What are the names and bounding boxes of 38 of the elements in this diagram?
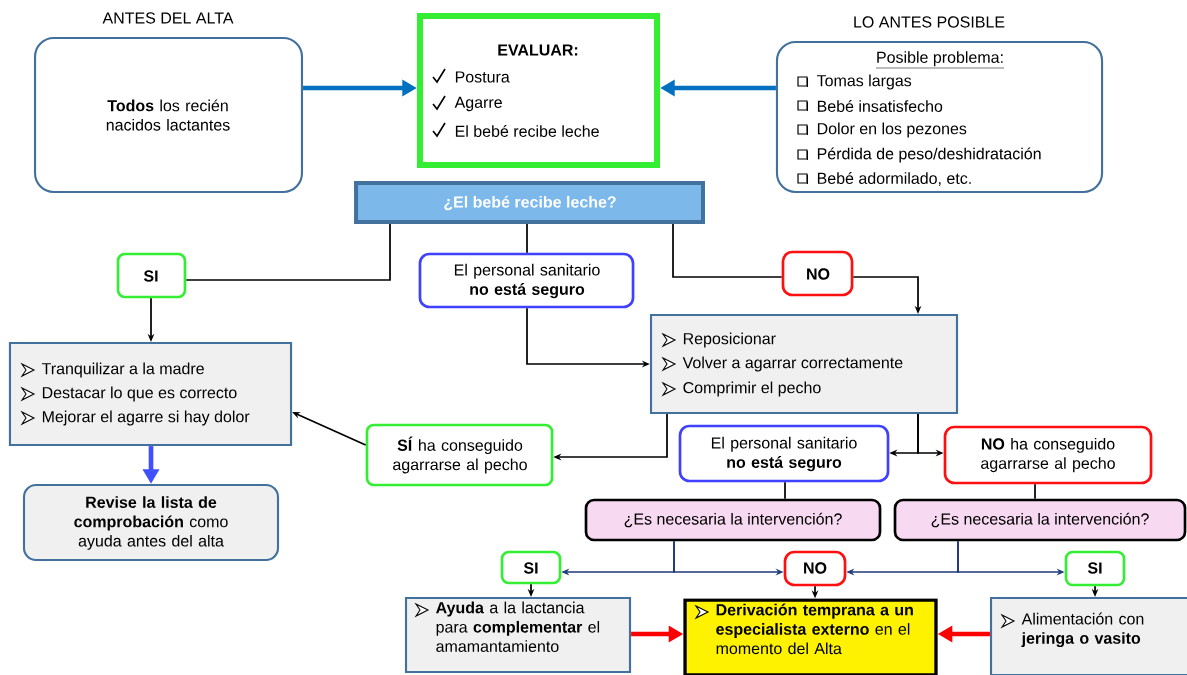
list-item: Tomas largas [816,74,912,90]
answer-box: NO [783,550,847,587]
action-box: Alimentación con jeringa o vasito [989,596,1187,675]
list-item: Reposicionar [683,332,776,348]
list-item: Comprimir el pecho [683,381,821,397]
checklist-box: Revise la lista de comprobación como ayuda antes del alta [22,483,280,562]
action-box: Ayuda a la lactancia para complementar el amamantamiento [404,596,632,674]
list-item: Agarre [454,96,502,112]
list-item: Volver a agarrar correctamente [682,356,903,372]
list-item: Dolor en los pezones [817,122,967,138]
action-box [649,313,959,415]
list-item: El bebé recibe leche [455,125,599,137]
condition-box: El personal sanitario no está seguro [418,252,635,309]
answer-box: SI [116,252,187,299]
answer-box: SI [500,550,562,585]
section-heading: ANTES DEL ALTA [102,12,234,24]
section-heading: LO ANTES POSIBLE [854,16,1005,28]
outcome-box: SÍ ha conseguido agarrarse al pecho [365,423,554,487]
list-item: Tranquilizar a la madre [41,362,204,378]
referral-box: Derivación temprana a un especialista externo en el momento del Alta [683,598,938,675]
outcome-box: NO ha conseguido agarrarse al pecho [943,425,1153,485]
list-item: Postura [455,71,510,83]
question-bar: ¿El bebé recibe leche? [354,181,705,224]
list-item: Pérdida de peso/deshidratación [817,147,1041,163]
list-item: Destacar lo que es correcto [42,386,237,402]
answer-box: NO [781,250,854,297]
list-item: Mejorar el agarre si hay dolor [42,410,250,426]
box-heading: EVALUAR: [498,44,578,56]
evaluation-box [416,12,661,169]
condition-box: El personal sanitario no está seguro [678,424,890,483]
question-box: ¿Es necesaria la intervención? [584,498,882,542]
question-box: ¿Es necesaria la intervención? [893,498,1187,542]
box-heading: Posible problema: [875,51,1005,69]
action-box [8,341,293,447]
start-box: Todos los recién nacidos lactantes [33,36,304,194]
list-item: Bebé insatisfecho [817,100,943,112]
list-item: Bebé adormilado, etc. [817,172,971,186]
answer-box: SI [1064,550,1126,587]
